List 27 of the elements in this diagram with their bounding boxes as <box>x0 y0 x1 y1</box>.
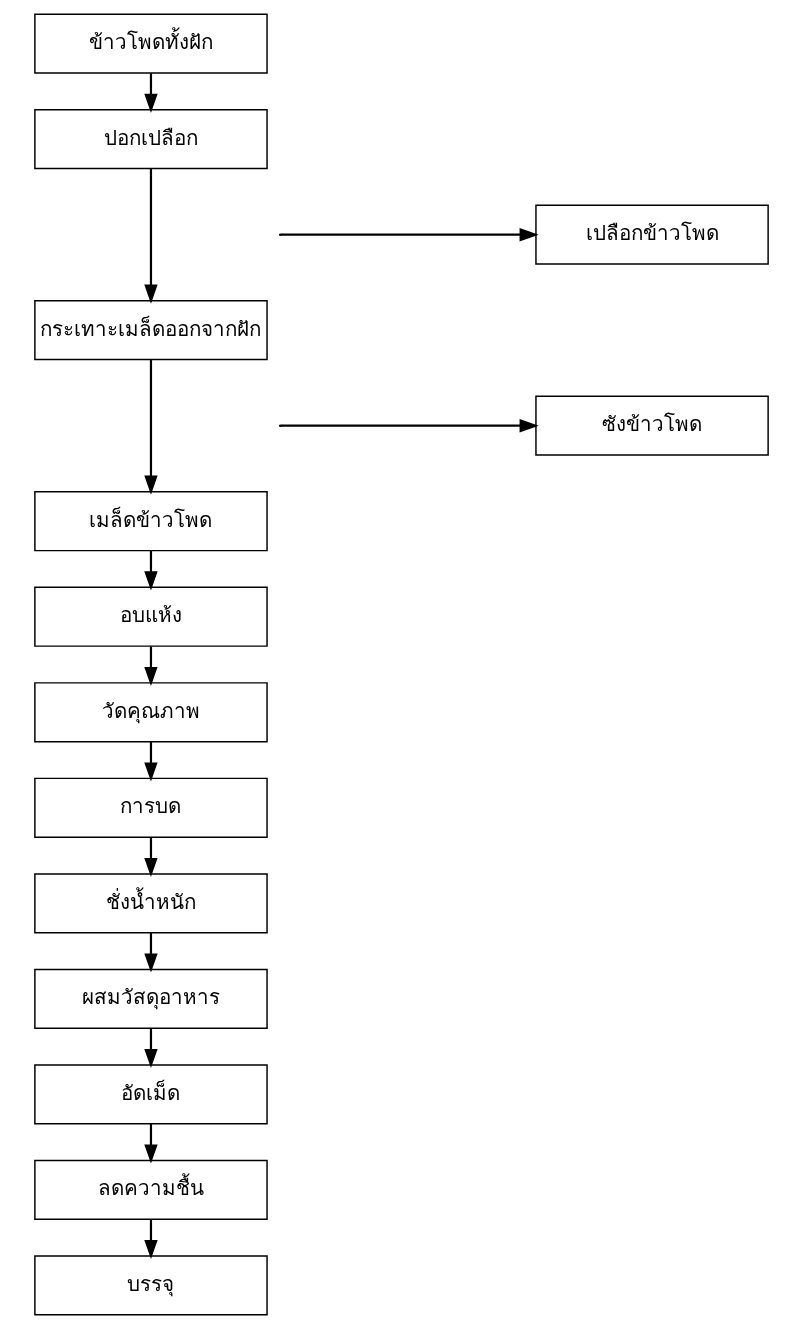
arrow <box>143 742 158 782</box>
node-box: อบแห้ง <box>33 586 268 647</box>
node-box: อัดเม็ด <box>33 1064 268 1125</box>
arrow <box>280 228 539 242</box>
arrow <box>143 646 158 686</box>
node-box: กระเทาะเมล็ดออกจากฝัก <box>33 300 268 361</box>
node-box: ปอกเปลือก <box>33 109 268 170</box>
node-box: ซังข้าวโพด <box>534 395 769 456</box>
node-box: บรรจุ <box>33 1255 268 1316</box>
arrow <box>143 1028 158 1069</box>
arrow <box>143 359 158 495</box>
node-box: การบด <box>33 777 268 838</box>
arrow <box>143 837 158 878</box>
arrow <box>143 168 158 304</box>
arrow <box>143 550 158 591</box>
node-box: ลดความชื้น <box>33 1159 268 1220</box>
node-box: ชั่งน้ำหนัก <box>33 873 268 934</box>
node-box: วัดคุณภาพ <box>33 682 268 743</box>
arrow <box>143 73 158 113</box>
node-box: ข้าวโพดทั้งฝัก <box>33 13 268 74</box>
arrow <box>280 419 539 433</box>
node-box: เมล็ดข้าวโพด <box>33 491 268 552</box>
arrow <box>143 1124 158 1164</box>
arrow <box>143 1219 158 1260</box>
node-box: เปลือกข้าวโพด <box>534 204 769 265</box>
node-box: ผสมวัสดุอาหาร <box>33 968 268 1029</box>
arrow <box>143 933 158 973</box>
